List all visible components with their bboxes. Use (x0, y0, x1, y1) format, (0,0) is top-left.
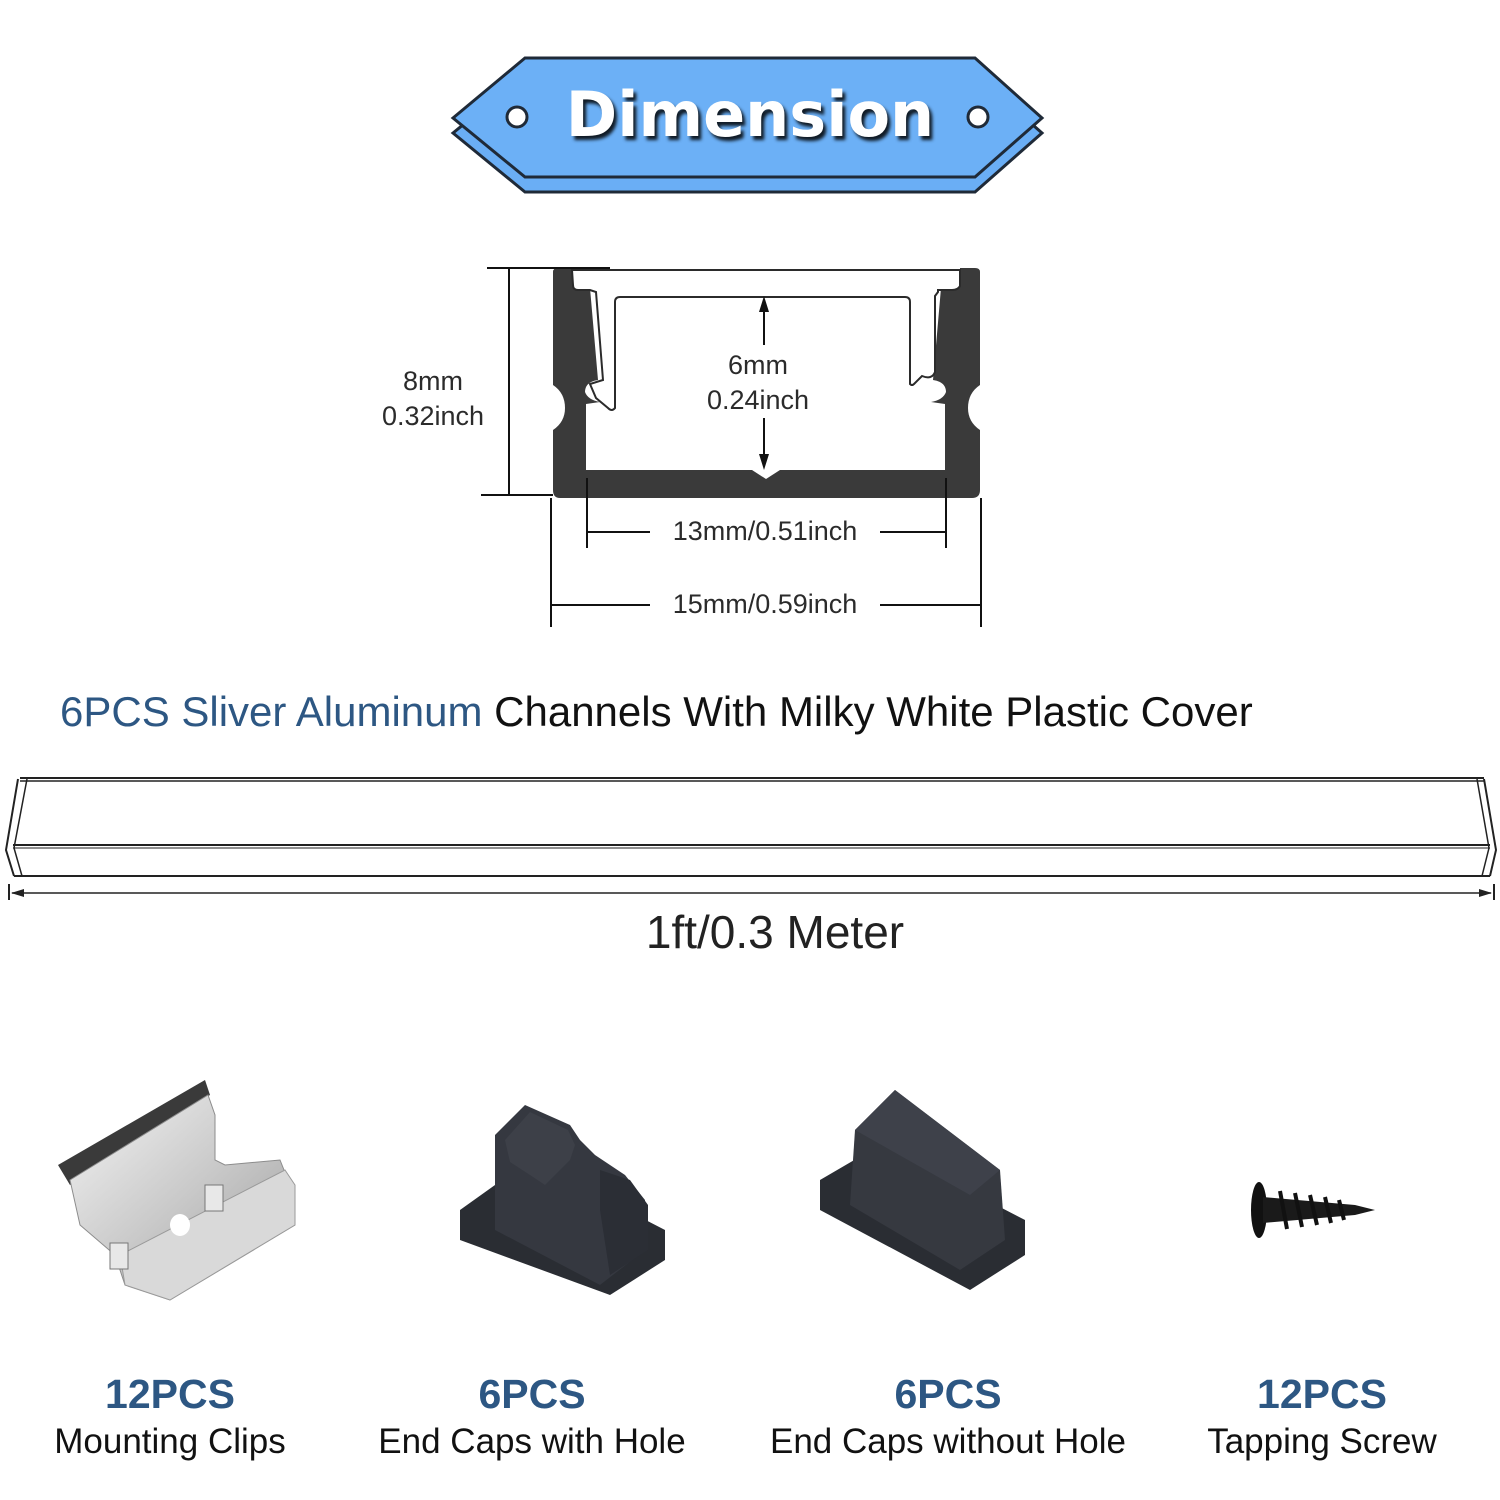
height-mm: 8mm (403, 366, 463, 396)
end-cap-with-hole-image (450, 1100, 680, 1300)
banner-title: Dimension (565, 78, 935, 151)
accessory-tapping-screw: 12PCS Tapping Screw (1142, 1370, 1500, 1466)
accessory-name: Mounting Clips (54, 1422, 286, 1461)
accessory-end-caps-without-hole: 6PCS End Caps without Hole (768, 1370, 1128, 1466)
subtitle-rest: Channels With Milky White Plastic Cover (482, 688, 1253, 735)
height-inch: 0.32inch (381, 401, 485, 431)
banner-shape (450, 56, 1045, 194)
inner-height-label: 6mm 0.24inch (688, 348, 828, 418)
accessory-mounting-clips: 12PCS Mounting Clips (0, 1370, 350, 1466)
tapping-screw-image (1245, 1175, 1385, 1245)
product-subtitle: 6PCS Sliver Aluminum Channels With Milky… (60, 688, 1253, 736)
dimension-banner: Dimension (0, 0, 1500, 210)
outer-width-label: 15mm/0.59inch (672, 589, 858, 619)
accessory-qty: 6PCS (894, 1371, 1002, 1417)
profile-drawing (481, 267, 982, 627)
accessory-qty: 12PCS (105, 1371, 235, 1417)
height-label: 8mm 0.32inch (363, 364, 503, 434)
accessory-qty: 6PCS (478, 1371, 586, 1417)
accessory-name: End Caps without Hole (769, 1422, 1127, 1461)
length-label: 1ft/0.3 Meter (645, 906, 905, 958)
profile-cross-section: 8mm 0.32inch 6mm 0.24inch 13mm/0.51inch … (0, 0, 1500, 650)
banner-dot-right-icon (966, 105, 990, 129)
channel-drawing (4, 777, 1498, 900)
accessory-end-caps-with-hole: 6PCS End Caps with Hole (352, 1370, 712, 1466)
subtitle-highlight: 6PCS Sliver Aluminum (60, 688, 483, 735)
mounting-clip-image (50, 1075, 310, 1305)
accessory-qty: 12PCS (1257, 1371, 1387, 1417)
banner-dot-left-icon (505, 105, 529, 129)
accessory-name: Tapping Screw (1207, 1422, 1437, 1461)
accessory-name: End Caps with Hole (378, 1422, 686, 1461)
channel-side-view (0, 770, 1500, 910)
end-cap-without-hole-image (810, 1085, 1040, 1295)
inner-width-label: 13mm/0.51inch (672, 516, 858, 546)
inner-height-mm: 6mm (728, 350, 788, 380)
inner-height-inch: 0.24inch (706, 385, 810, 415)
